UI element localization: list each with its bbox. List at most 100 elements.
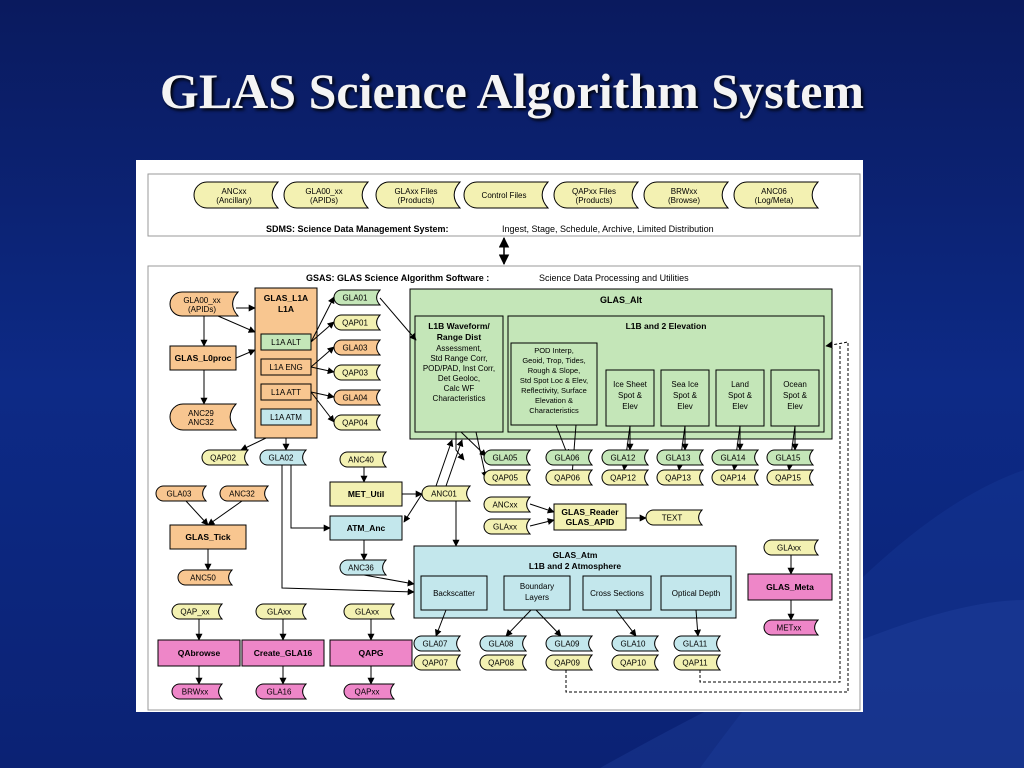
l1a-output-gla01-label: GLA01 xyxy=(343,294,368,303)
l1a-sub-3: L1A ATT xyxy=(260,383,312,401)
sdms-tab-7-sublabel: (Log/Meta) xyxy=(755,196,794,205)
gsas-desc: Science Data Processing and Utilities xyxy=(539,273,689,283)
glas-meta-box-label: GLAS_Meta xyxy=(766,582,814,592)
l1a-sub-4: L1A ATM xyxy=(260,408,312,426)
spot-label: Spot & xyxy=(728,391,753,400)
sdms-tab-3-sublabel: (Products) xyxy=(398,196,435,205)
atm-sub-label: Optical Depth xyxy=(672,589,720,598)
l1a-output-qap01-label: QAP01 xyxy=(342,319,368,328)
sdms-tab-1-label: ANCxx xyxy=(222,187,247,196)
atm-sub-4: Optical Depth xyxy=(660,575,732,611)
gla02-tab-label: GLA02 xyxy=(269,454,294,463)
anc50-tab-label: ANC50 xyxy=(190,574,216,583)
elevation-title: L1B and 2 Elevation xyxy=(626,321,707,331)
waveform-title-1: L1B Waveform/ xyxy=(428,321,490,331)
atm-sub-label: Cross Sections xyxy=(590,589,644,598)
alt-output-qap13-label: QAP13 xyxy=(665,474,691,483)
alt-output-gla14-label: GLA14 xyxy=(721,454,746,463)
l1a-output-gla03: GLA03 xyxy=(333,339,382,356)
atm-output-gla09-label: GLA09 xyxy=(555,640,580,649)
l1a-output-qap03: QAP03 xyxy=(333,364,382,381)
alt-output-gla06: GLA06 xyxy=(545,449,594,466)
l1a-sub-label: L1A ATT xyxy=(271,388,301,397)
bottom-in-1-label: QAP_xx xyxy=(180,608,209,617)
glas-reader-box-label: GLAS_APID xyxy=(566,517,615,527)
reader-text-tab-label: TEXT xyxy=(662,514,683,523)
anc40-tab-label: ANC40 xyxy=(348,456,374,465)
waveform-line: Det Geoloc, xyxy=(438,374,480,383)
glas-atm-title-1: GLAS_Atm xyxy=(553,550,598,560)
sdms-tab-2: GLA00_xx(APIDs) xyxy=(283,181,370,209)
glas-flow-diagram: SDMS: Science Data Management System: In… xyxy=(136,160,863,712)
glas-l1a-title-1: GLAS_L1A xyxy=(264,293,308,303)
gla00-input-tab: GLA00_xx(APIDs) xyxy=(169,291,240,317)
spot-label: Elev xyxy=(677,402,693,411)
bottom-out-1-label: BRWxx xyxy=(182,688,209,697)
waveform-title-2: Range Dist xyxy=(437,332,482,342)
spot-label: Ocean xyxy=(783,380,807,389)
qap02-tab-label: QAP02 xyxy=(210,454,236,463)
alt-output-qap05: QAP05 xyxy=(483,469,532,486)
waveform-line: Calc WF xyxy=(444,384,475,393)
l1a-output-gla01: GLA01 xyxy=(333,289,382,306)
atm-output-gla11-label: GLA11 xyxy=(683,640,708,649)
bottom-out-3-label: QAPxx xyxy=(355,688,380,697)
glas-l1a-title-2: L1A xyxy=(278,304,294,314)
l1a-output-qap01: QAP01 xyxy=(333,314,382,331)
metxx-tab-label: METxx xyxy=(777,624,802,633)
alt-output-qap15-label: QAP15 xyxy=(775,474,801,483)
bottom-in-3: GLAxx xyxy=(343,603,396,620)
glas-tick-box-label: GLAS_Tick xyxy=(185,532,230,542)
glas-reader-box-label: GLAS_Reader xyxy=(561,507,619,517)
anc36-tab-label: ANC36 xyxy=(348,564,374,573)
met-util-box: MET_Util xyxy=(329,481,403,507)
alt-output-gla12: GLA12 xyxy=(601,449,650,466)
bottom-proc-1-label: QAbrowse xyxy=(178,648,221,658)
bottom-out-2: GLA16 xyxy=(255,683,308,700)
l1a-output-gla04-label: GLA04 xyxy=(343,394,368,403)
l1a-sub-label: L1A ENG xyxy=(269,363,302,372)
alt-output-gla05-label: GLA05 xyxy=(493,454,518,463)
sdms-tab-1: ANCxx(Ancillary) xyxy=(193,181,280,209)
waveform-box xyxy=(414,315,504,433)
bottom-in-3-label: GLAxx xyxy=(355,608,379,617)
tick-gla03-tab: GLA03 xyxy=(155,485,208,502)
bottom-proc-3: QAPG xyxy=(329,639,413,667)
pod-line: Characteristics xyxy=(529,406,579,415)
alt-output-gla15: GLA15 xyxy=(766,449,815,466)
spot-label: Ice Sheet xyxy=(613,380,648,389)
bottom-in-2: GLAxx xyxy=(255,603,308,620)
atm-output-gla07: GLA07 xyxy=(413,635,462,652)
waveform-line: Characteristics xyxy=(433,394,486,403)
atm-output-qap07-label: QAP07 xyxy=(422,659,448,668)
anc36-tab: ANC36 xyxy=(339,559,388,576)
metxx-tab: METxx xyxy=(763,619,820,636)
alt-output-gla13: GLA13 xyxy=(656,449,705,466)
spot-label: Spot & xyxy=(783,391,808,400)
meta-glaxx-tab: GLAxx xyxy=(763,539,820,556)
alt-output-qap14-label: QAP14 xyxy=(720,474,746,483)
waveform-line: Assessment, xyxy=(436,344,482,353)
glas-tick-box: GLAS_Tick xyxy=(169,524,247,550)
atm-output-gla10: GLA10 xyxy=(611,635,660,652)
anc01-tab-label: ANC01 xyxy=(431,490,457,499)
sdms-tab-5: QAPxx Files(Products) xyxy=(553,181,640,209)
anc29-anc32-tab-sublabel: ANC32 xyxy=(188,418,214,427)
reader-glaxx-tab: GLAxx xyxy=(483,518,532,535)
bottom-out-1: BRWxx xyxy=(171,683,224,700)
sdms-tab-4-label: Control Files xyxy=(482,191,527,200)
pod-line: Rough & Slope, xyxy=(528,366,581,375)
reader-glaxx-tab-label: GLAxx xyxy=(493,523,517,532)
atm-output-gla11: GLA11 xyxy=(673,635,722,652)
waveform-line: Std Range Corr, xyxy=(430,354,487,363)
pod-line: Reflectivity, Surface xyxy=(521,386,587,395)
sdms-tab-1-sublabel: (Ancillary) xyxy=(216,196,252,205)
anc50-tab: ANC50 xyxy=(177,569,234,586)
l1a-output-qap03-label: QAP03 xyxy=(342,369,368,378)
atm-anc-box-label: ATM_Anc xyxy=(347,523,386,533)
